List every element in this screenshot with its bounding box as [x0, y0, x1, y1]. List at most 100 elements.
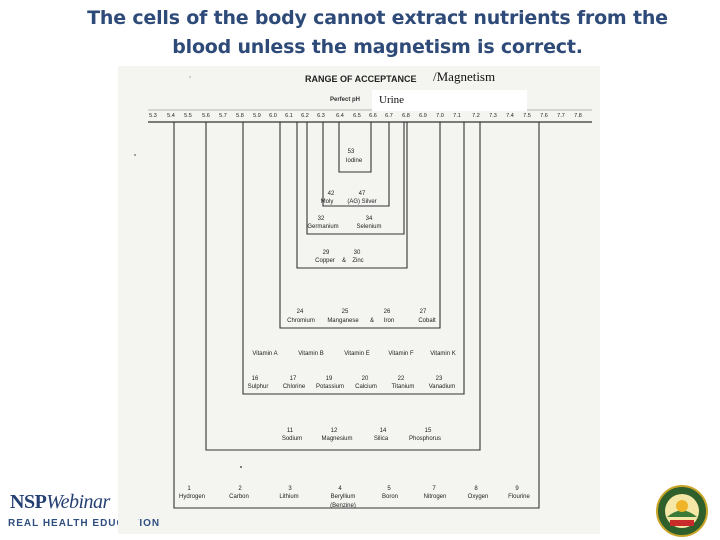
element-name: Oxygen — [468, 494, 489, 500]
element-name: Carbon — [229, 494, 249, 500]
bracket-germanium-selenium — [306, 122, 405, 235]
ph-tick-label: 5.6 — [202, 113, 210, 119]
element-number: 47 — [359, 191, 366, 197]
scan-edge-cover — [118, 488, 138, 534]
element-name: Moly — [321, 199, 334, 205]
element-name: Potassium — [316, 384, 344, 390]
element-joiner: & — [342, 258, 346, 264]
element-number: 23 — [436, 376, 443, 382]
magnetism-annotation: /Magnetism — [433, 69, 496, 84]
title-line-1: The cells of the body cannot extract nut… — [87, 7, 668, 29]
element-name: Flourine — [508, 494, 530, 500]
element-name: Phosphorus — [409, 436, 441, 442]
element-number: 27 — [420, 309, 427, 315]
element-name: Manganese — [327, 318, 359, 324]
element-number: 42 — [328, 191, 335, 197]
ph-tick-label: 6.2 — [301, 113, 309, 119]
ph-tick-label: 7.6 — [540, 113, 548, 119]
ph-tick-label: 7.4 — [506, 113, 514, 119]
vitamin-label: Vitamin A — [252, 351, 277, 357]
ph-tick-label: 6.6 — [369, 113, 377, 119]
ph-tick-label: 5.9 — [253, 113, 261, 119]
element-number: 17 — [290, 376, 297, 382]
ph-tick-label: 7.1 — [453, 113, 461, 119]
element-name: (AG) Silver — [347, 199, 376, 205]
element-number: 12 — [331, 428, 338, 434]
bracket-hydrogen-flourine — [173, 122, 540, 509]
element-number: 15 — [425, 428, 432, 434]
element-name: Sodium — [282, 436, 302, 442]
element-name: Boron — [382, 494, 398, 500]
scan-speck — [240, 466, 242, 468]
element-number: 22 — [398, 376, 405, 382]
ph-tick-label: 7.0 — [436, 113, 444, 119]
element-number: 11 — [287, 428, 294, 434]
element-name: Chlorine — [283, 384, 306, 390]
ph-tick-label: 6.1 — [285, 113, 293, 119]
element-number: 20 — [362, 376, 369, 382]
element-number: 30 — [354, 250, 361, 256]
ph-tick-label: 7.2 — [472, 113, 480, 119]
ph-tick-label: 6.4 — [336, 113, 344, 119]
element-number: 5 — [387, 486, 391, 492]
element-name: Copper — [315, 258, 335, 264]
ph-tick-label: 5.5 — [184, 113, 192, 119]
element-number: 7 — [432, 486, 436, 492]
bracket-iodine — [338, 122, 372, 173]
vitamin-label: Vitamin E — [344, 351, 370, 357]
scan-speck — [189, 76, 191, 78]
ph-tick-label: 6.0 — [269, 113, 277, 119]
bracket-copper-zinc — [296, 122, 408, 269]
element-name: Iodine — [346, 158, 363, 164]
ph-tick-label: 5.7 — [219, 113, 227, 119]
element-number: 16 — [252, 376, 259, 382]
element-number: 2 — [238, 486, 242, 492]
element-number: 26 — [384, 309, 391, 315]
ph-tick-label: 7.7 — [557, 113, 565, 119]
element-number: 53 — [348, 149, 355, 155]
ph-tick-label: 6.5 — [353, 113, 361, 119]
ph-tick-label: 5.4 — [167, 113, 175, 119]
element-joiner: & — [370, 318, 374, 324]
element-number: 9 — [515, 486, 519, 492]
element-name: Zinc — [352, 258, 363, 264]
element-name: Vanadium — [429, 384, 456, 390]
range-of-acceptance-heading: RANGE OF ACCEPTANCE — [305, 74, 417, 84]
element-name: Silica — [374, 436, 389, 442]
element-name: Titanium — [392, 384, 415, 390]
element-name: Nitrogen — [424, 494, 447, 500]
element-name: Magnesium — [321, 436, 352, 442]
element-number: 34 — [366, 216, 373, 222]
element-name: Selenium — [356, 224, 381, 230]
urine-annotation-box — [372, 90, 527, 111]
urine-annotation: Urine — [379, 94, 405, 106]
element-note: (Benzine) — [330, 503, 356, 509]
ph-tick-label: 6.8 — [402, 113, 410, 119]
bracket-sodium-phosphorus — [205, 122, 481, 451]
element-name: Calcium — [355, 384, 377, 390]
bracket-vitamins-minerals — [242, 122, 465, 395]
bracket-chromium-cobalt — [279, 122, 441, 329]
ph-tick-label: 7.8 — [574, 113, 582, 119]
ph-tick-label: 7.3 — [489, 113, 497, 119]
logo-nsp-text: NSP — [10, 491, 47, 513]
ph-tick-label: 6.3 — [317, 113, 325, 119]
element-name: Beryllium — [331, 494, 356, 500]
element-number: 1 — [187, 486, 191, 492]
vitamin-label: Vitamin B — [298, 351, 324, 357]
element-name: Iron — [384, 318, 394, 324]
element-name: Cobalt — [418, 318, 436, 324]
slide-title: The cells of the body cannot extract nut… — [0, 4, 720, 62]
scan-speck — [134, 154, 136, 156]
perfect-ph-label: Perfect pH — [330, 97, 361, 103]
element-name: Lithium — [279, 494, 298, 500]
bracket-moly-silver — [322, 122, 390, 207]
element-number: 8 — [474, 486, 478, 492]
element-number: 24 — [297, 309, 304, 315]
ph-tick-label: 6.9 — [419, 113, 427, 119]
element-number: 25 — [342, 309, 349, 315]
ph-tick-label: 7.5 — [523, 113, 531, 119]
scanned-chart-background — [118, 66, 600, 534]
title-line-2: blood unless the magnetism is correct. — [172, 36, 583, 58]
